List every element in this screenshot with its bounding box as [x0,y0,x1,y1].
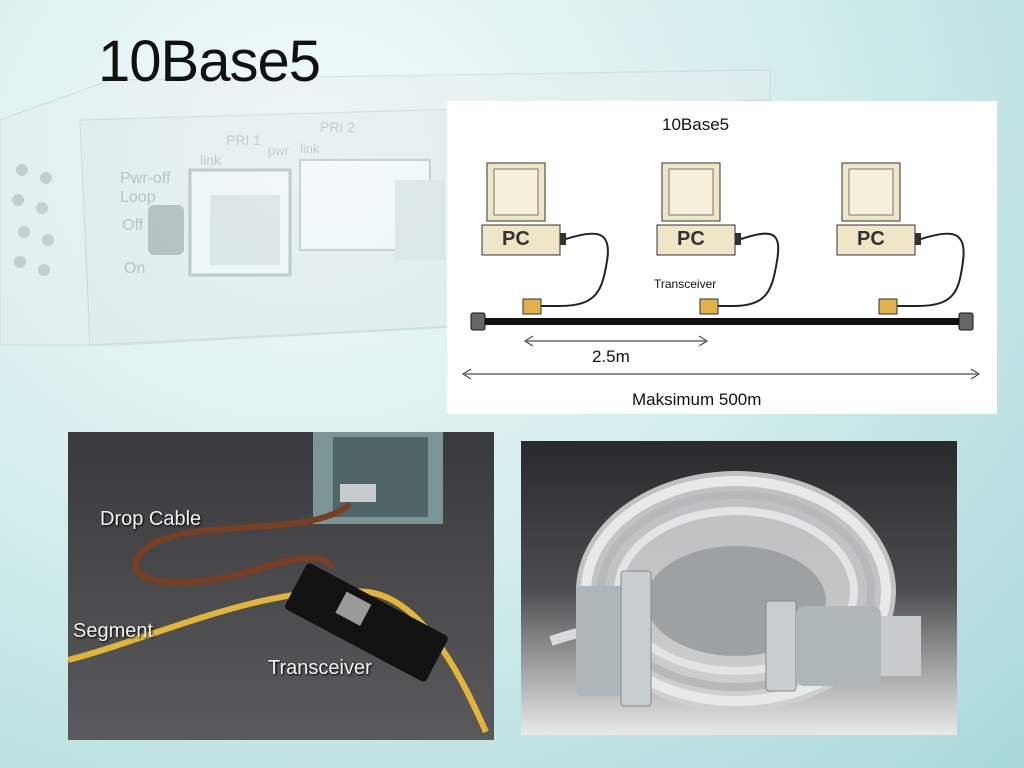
pc-label-1: PC [502,228,530,250]
spacing-label: 2.5m [592,347,630,366]
device-label-on: On [124,260,145,277]
terminator-right [958,312,974,331]
diagram-svg [462,162,980,380]
drop-cable-1 [535,232,609,307]
device-label-link-2: link [300,141,320,156]
device-label-pri1: PRI 1 [226,132,261,148]
device-label-pwr: pwr [268,143,290,158]
slide-title: 10Base5 [98,29,321,94]
pc-label-2: PC [677,228,705,250]
terminator-left [470,312,486,331]
device-label-link: link [200,152,222,168]
device-label-loop: Loop [120,189,156,206]
photo-cabling-art [68,432,494,740]
db15-connector-male [765,600,921,692]
transceiver-2 [699,298,719,315]
device-label-pri2: PRI 2 [320,119,355,135]
pc-2 [656,162,741,256]
drop-cable-2 [712,232,780,307]
db15-connector-female [576,570,652,707]
pc-1 [481,162,566,256]
transceiver-1 [522,298,542,315]
max-length-label: Maksimum 500m [632,390,762,409]
pc-label-3: PC [857,228,885,250]
network-diagram: 10Base5 PC PC PC Transceiver 2.5m Maksim… [447,101,997,414]
device-label-off: Off [122,217,144,234]
label-segment: Segment [73,620,154,642]
coax-bus [477,318,967,325]
drop-cable-3 [892,232,965,307]
device-label-pwr-off: Pwr-off [120,170,171,187]
photo-aui-cable-art [521,441,957,735]
photo-cabling: Drop Cable Segment Transceiver [68,432,494,740]
label-transceiver: Transceiver [268,657,372,679]
pc-3 [836,162,921,256]
label-drop-cable: Drop Cable [100,508,202,530]
transceiver-3 [878,298,898,315]
photo-aui-cable [521,441,957,735]
diagram-title: 10Base5 [662,115,730,134]
transceiver-label: Transceiver [654,277,717,291]
